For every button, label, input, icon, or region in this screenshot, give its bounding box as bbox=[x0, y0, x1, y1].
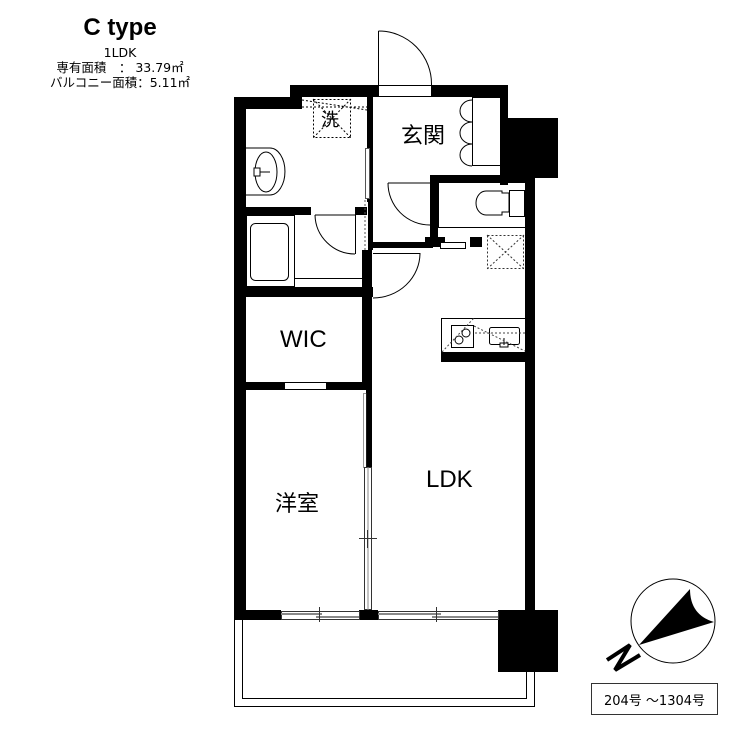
washroom-door bbox=[364, 148, 370, 250]
entry-door bbox=[378, 30, 433, 97]
window-ldk bbox=[378, 607, 499, 622]
ps-vent bbox=[440, 242, 466, 249]
wic-door bbox=[246, 382, 327, 390]
partition-sliding-door bbox=[359, 393, 377, 610]
laundry-pan bbox=[301, 98, 368, 139]
kitchen-counter bbox=[441, 318, 526, 353]
room-label-ldk: LDK bbox=[426, 466, 473, 493]
walls bbox=[234, 85, 558, 672]
floor-area: 専有面積 ： 33.79㎡ bbox=[56, 59, 184, 75]
bathtub bbox=[246, 215, 362, 287]
hall-door bbox=[387, 182, 431, 226]
type-title: C type bbox=[83, 14, 157, 41]
room-label-entrance: 玄関 bbox=[401, 124, 446, 149]
room-label-laundry: 洗 bbox=[321, 110, 339, 131]
bathroom-door bbox=[314, 214, 356, 255]
compass-north-arrow-icon bbox=[605, 578, 716, 672]
toilet bbox=[438, 183, 525, 228]
unit-range-label: 204号 ～1304号 bbox=[603, 693, 706, 709]
unit-range-box: 204号 ～1304号 bbox=[591, 683, 718, 715]
balcony-area: バルコニー面積：5.11㎡ bbox=[49, 74, 191, 90]
fridge-space bbox=[486, 234, 525, 270]
window-western-room bbox=[281, 607, 360, 622]
room-label-wic: WIC bbox=[280, 326, 327, 353]
room-label-western-room: 洋室 bbox=[275, 492, 320, 517]
plan-info: C type 1LDK 専有面積 ： 33.79㎡ バルコニー面積：5.11㎡ bbox=[0, 14, 240, 90]
balcony bbox=[234, 618, 535, 707]
wash-basin bbox=[246, 147, 286, 196]
shoe-cabinet bbox=[459, 97, 501, 167]
ldk-door bbox=[372, 252, 421, 299]
kitchen-dashlines bbox=[441, 317, 526, 353]
layout-label: 1LDK bbox=[103, 44, 137, 60]
